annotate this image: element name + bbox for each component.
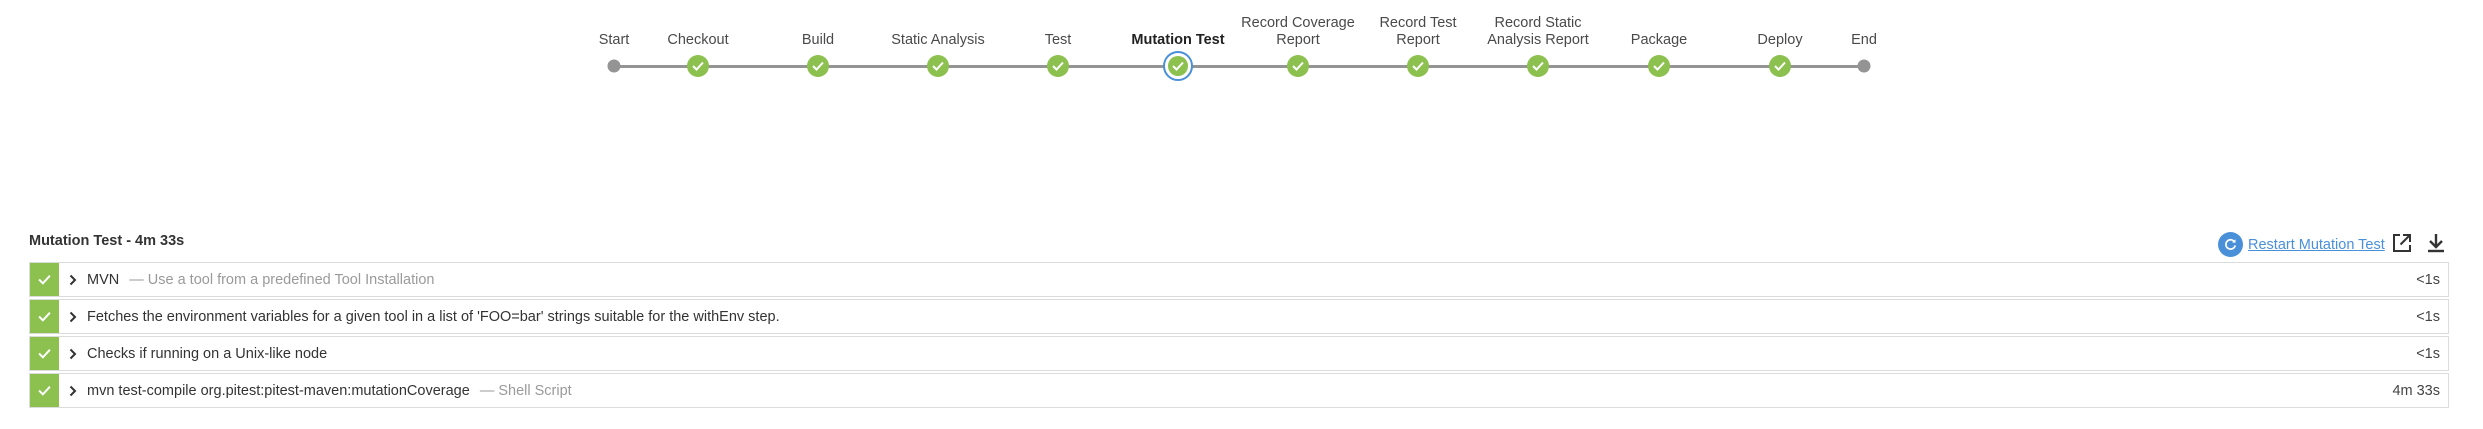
pipeline-graph: Start Checkout Build Static Analysis Tes…	[0, 0, 2483, 90]
check-icon	[1412, 61, 1424, 71]
step-name: Checks if running on a Unix-like node	[87, 345, 328, 362]
stage-node-test[interactable]	[1047, 55, 1069, 77]
stage-node-mutation-test[interactable]	[1168, 56, 1188, 76]
stage-label-mutation-test[interactable]: Mutation Test	[1131, 32, 1225, 48]
step-row[interactable]: mvn test-compile org.pitest:pitest-maven…	[29, 373, 2449, 408]
step-description: — Use a tool from a predefined Tool Inst…	[129, 271, 435, 288]
stage-node-deploy[interactable]	[1769, 55, 1791, 77]
stage-node-build[interactable]	[807, 55, 829, 77]
download-icon[interactable]	[2425, 232, 2449, 256]
restart-icon	[2218, 232, 2243, 257]
stage-label-record-coverage-report[interactable]: Record Coverage Report	[1241, 15, 1355, 48]
chevron-right-icon[interactable]	[59, 311, 87, 323]
stage-node-checkout[interactable]	[687, 55, 709, 77]
step-duration: 4m 33s	[2392, 382, 2440, 399]
stage-label-package[interactable]: Package	[1630, 32, 1688, 48]
chevron-right-icon[interactable]	[59, 348, 87, 360]
stage-label-static-analysis[interactable]: Static Analysis	[891, 32, 985, 48]
check-icon	[1653, 61, 1665, 71]
stage-label-checkout[interactable]: Checkout	[667, 32, 729, 48]
stage-node-static-analysis[interactable]	[927, 55, 949, 77]
step-duration: <1s	[2416, 345, 2440, 362]
step-description: — Shell Script	[479, 382, 572, 399]
success-check-icon	[30, 263, 59, 296]
check-icon	[1172, 61, 1184, 71]
pipeline-connector	[614, 64, 1864, 68]
check-icon	[932, 61, 944, 71]
step-duration: <1s	[2416, 308, 2440, 325]
check-icon	[1292, 61, 1304, 71]
step-name: Fetches the environment variables for a …	[87, 308, 780, 325]
check-icon	[1532, 61, 1544, 71]
stage-label-record-test-report[interactable]: Record Test Report	[1379, 15, 1457, 48]
stage-label-end: End	[1851, 32, 1877, 48]
step-row[interactable]: MVN — Use a tool from a predefined Tool …	[29, 262, 2449, 297]
restart-stage-label[interactable]: Restart Mutation Test	[2248, 236, 2385, 253]
chevron-right-icon[interactable]	[59, 274, 87, 286]
chevron-right-icon[interactable]	[59, 385, 87, 397]
check-icon	[812, 61, 824, 71]
restart-stage-button[interactable]: Restart Mutation Test	[2218, 232, 2385, 257]
success-check-icon	[30, 374, 59, 407]
stage-label-build[interactable]: Build	[801, 32, 835, 48]
open-external-icon[interactable]	[2391, 232, 2415, 256]
step-row[interactable]: Checks if running on a Unix-like node <1…	[29, 336, 2449, 371]
stage-label-record-static-analysis-report[interactable]: Record Static Analysis Report	[1487, 15, 1589, 48]
stage-node-package[interactable]	[1648, 55, 1670, 77]
success-check-icon	[30, 337, 59, 370]
check-icon	[1774, 61, 1786, 71]
step-row[interactable]: Fetches the environment variables for a …	[29, 299, 2449, 334]
stage-label-start: Start	[598, 32, 630, 48]
stage-label-deploy[interactable]: Deploy	[1757, 32, 1803, 48]
stage-node-start	[607, 59, 621, 73]
success-check-icon	[30, 300, 59, 333]
stage-node-end	[1857, 59, 1871, 73]
panel-title: Mutation Test - 4m 33s	[29, 233, 185, 249]
step-duration: <1s	[2416, 271, 2440, 288]
stage-node-record-test-report[interactable]	[1407, 55, 1429, 77]
check-icon	[692, 61, 704, 71]
step-list: MVN — Use a tool from a predefined Tool …	[29, 262, 2449, 410]
check-icon	[1052, 61, 1064, 71]
stage-node-record-coverage-report[interactable]	[1287, 55, 1309, 77]
step-name: mvn test-compile org.pitest:pitest-maven…	[87, 382, 470, 399]
step-name: MVN	[87, 271, 120, 288]
stage-node-record-static-analysis-report[interactable]	[1527, 55, 1549, 77]
stage-label-test[interactable]: Test	[1044, 32, 1072, 48]
